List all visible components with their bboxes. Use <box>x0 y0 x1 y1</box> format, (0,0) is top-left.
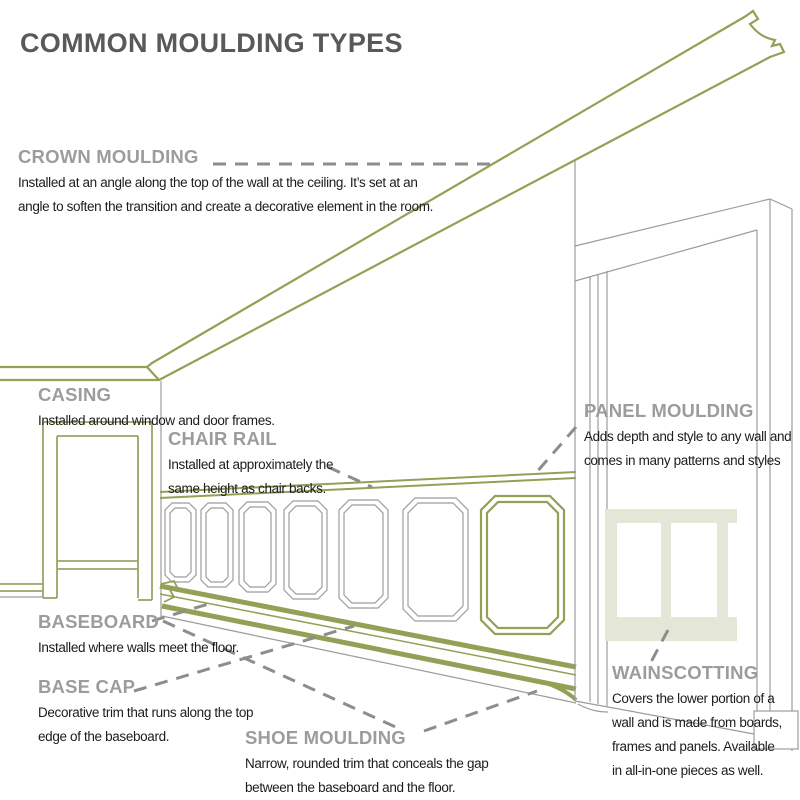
shoe-leader-right <box>423 689 538 733</box>
baseboard-description: Installed where walls meet the floor. <box>38 640 239 655</box>
baseboard-heading: BASEBOARD <box>38 611 160 632</box>
wainscotting-description: Covers the lower portion of a wall and i… <box>612 691 782 778</box>
wainscotting-heading: WAINSCOTTING <box>612 662 759 683</box>
wainscot-leader <box>649 629 670 663</box>
chair-rail-heading: CHAIR RAIL <box>168 428 277 449</box>
panel-moulding-heading: PANEL MOULDING <box>584 400 754 421</box>
label-casing: CASING Installed around window and door … <box>38 384 318 433</box>
doorway-drawing <box>574 161 799 751</box>
label-crown-moulding: CROWN MOULDING Installed at an angle alo… <box>18 146 448 219</box>
casing-heading: CASING <box>38 384 112 405</box>
crown-moulding-heading: CROWN MOULDING <box>18 146 199 167</box>
wainscot-drawing <box>605 509 737 641</box>
leader-lines <box>133 162 670 733</box>
crown-moulding-description: Installed at an angle along the top of t… <box>18 175 434 214</box>
page-title: COMMON MOULDING TYPES <box>20 28 403 58</box>
base-cap-description: Decorative trim that runs along the top … <box>38 705 254 744</box>
chair-rail-leader <box>327 465 373 489</box>
chair-rail-drawing <box>159 471 577 499</box>
panel-leader <box>533 426 578 475</box>
highlighted-panel-drawing <box>479 494 566 636</box>
base-cap-heading: BASE CAP <box>38 676 136 697</box>
crown-moulding-drawing <box>0 9 786 382</box>
casing-drawing <box>0 421 153 601</box>
baseboard-drawing <box>159 579 578 702</box>
label-baseboard: BASEBOARD Installed where walls meet the… <box>38 611 288 660</box>
chair-rail-description: Installed at approximately the same heig… <box>168 457 334 496</box>
floor-edge-line <box>161 615 577 704</box>
shoe-moulding-description: Narrow, rounded trim that conceals the g… <box>245 756 489 795</box>
shoe-moulding-heading: SHOE MOULDING <box>245 727 406 748</box>
casing-description: Installed around window and door frames. <box>38 413 275 428</box>
label-shoe-moulding: SHOE MOULDING Narrow, rounded trim that … <box>245 727 515 800</box>
panel-moulding-description: Adds depth and style to any wall and com… <box>584 429 792 468</box>
panel-moulding-drawing <box>164 497 469 622</box>
label-chair-rail: CHAIR RAIL Installed at approximately th… <box>168 428 358 501</box>
label-panel-moulding: PANEL MOULDING Adds depth and style to a… <box>584 400 800 473</box>
baseboard-leader <box>151 600 216 623</box>
label-wainscotting: WAINSCOTTING Covers the lower portion of… <box>612 662 784 783</box>
label-base-cap: BASE CAP Decorative trim that runs along… <box>38 676 258 749</box>
wall-corner-drawing <box>0 381 162 619</box>
